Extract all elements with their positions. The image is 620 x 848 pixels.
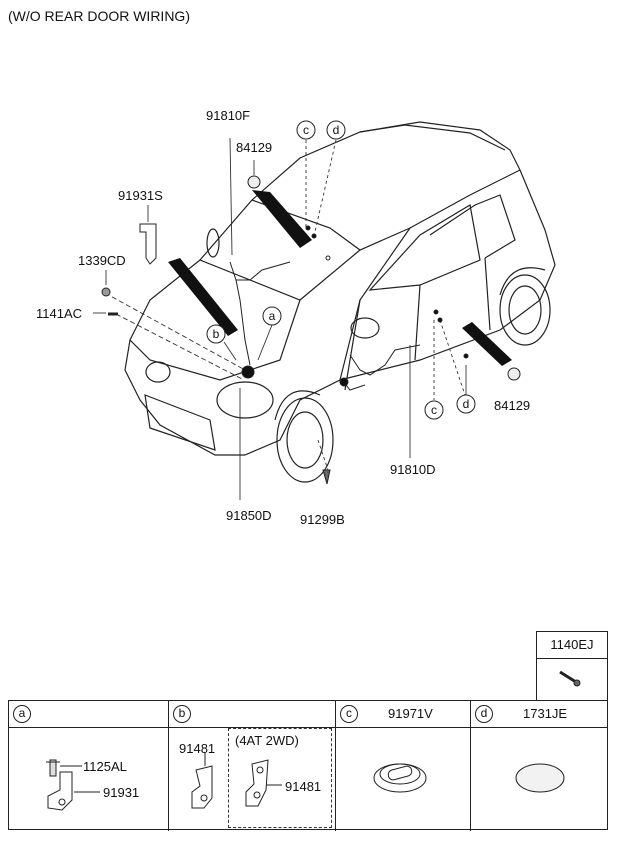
part-label-91931S: 91931S (118, 188, 163, 203)
variant-label-4at-2wd: (4AT 2WD) (235, 733, 299, 748)
callout-a-mid: a (269, 309, 276, 323)
callout-c-top: c (303, 123, 309, 137)
callout-d-right: d (463, 397, 470, 411)
parts-table: a 1125AL 91931 b 91481 (4AT 2WD) 91481 c… (8, 700, 608, 831)
part-label-91810F: 91810F (206, 108, 251, 123)
diagram-title: (W/O REAR DOOR WIRING) (8, 8, 190, 24)
part-label-91299B: 91299B (300, 512, 345, 527)
callout-circles (206, 120, 476, 420)
part-label-91810D: 91810D (390, 462, 436, 477)
callout-letters: c d a b c d (213, 123, 470, 417)
callout-d-top: d (333, 123, 340, 137)
table-part-drawings (46, 670, 581, 811)
table-letter-b: b (173, 705, 191, 723)
part-label-91481-left: 91481 (179, 741, 216, 756)
table-cell-d-header: d 1731JE (471, 701, 607, 728)
small-parts (101, 175, 521, 485)
table-letter-c: c (340, 705, 358, 723)
callout-b-mid: b (213, 327, 220, 341)
car-body-outline (124, 121, 556, 483)
part-label-91971V: 91971V (388, 706, 433, 721)
part-label-91850D: 91850D (226, 508, 272, 523)
extra-part-code: 1140EJ (537, 632, 607, 659)
part-label-1731JE: 1731JE (523, 706, 568, 721)
table-cell-b: b 91481 (4AT 2WD) 91481 (169, 701, 336, 831)
part-label-91931: 91931 (103, 785, 140, 800)
part-label-1141AC: 1141AC (36, 306, 83, 321)
wiring-lines (229, 255, 421, 391)
harness-strips (168, 190, 512, 366)
table-cell-c: c 91971V (336, 701, 471, 831)
table-letter-a: a (13, 705, 31, 723)
part-label-84129-right: 84129 (494, 398, 531, 413)
table-cell-b-header: b (169, 701, 335, 728)
part-label-1339CD: 1339CD (78, 253, 126, 268)
leader-lines (93, 137, 467, 500)
callout-c-right: c (431, 403, 437, 417)
extra-part-box: 1140EJ (536, 631, 608, 701)
part-label-1125AL: 1125AL (83, 759, 127, 774)
table-cell-c-header: c 91971V (336, 701, 470, 728)
table-letter-d: d (475, 705, 493, 723)
variant-dashed-box (228, 728, 332, 828)
table-cell-a-header: a (9, 701, 168, 728)
part-label-91481-right: 91481 (285, 779, 322, 794)
part-label-84129-top: 84129 (236, 140, 273, 155)
table-cell-d: d 1731JE (471, 701, 607, 831)
table-cell-a: a 1125AL 91931 (9, 701, 169, 831)
